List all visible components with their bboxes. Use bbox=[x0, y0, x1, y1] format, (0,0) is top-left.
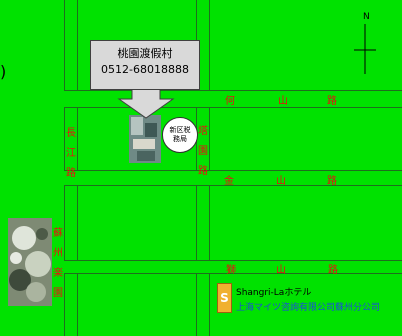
street-label-shishan-1: 獅 bbox=[226, 265, 236, 276]
street-label-tayuan: 塔園路 bbox=[198, 126, 208, 177]
street-label-suzhou-leyuan: 蘇州楽園 bbox=[53, 228, 63, 299]
tax-office-label-1: 新区税 bbox=[169, 126, 191, 134]
compass-north-label: N bbox=[363, 12, 370, 22]
hotel-name: Shangri-Laホテル bbox=[236, 288, 312, 298]
hotel-icon[interactable]: S bbox=[217, 283, 232, 313]
resort-name: 桃園渡假村 bbox=[117, 47, 173, 60]
callout-arrow-icon bbox=[117, 89, 175, 119]
tax-office-marker[interactable]: 新区税 務局 bbox=[162, 117, 198, 153]
street-label-heshan-2: 山 bbox=[278, 96, 288, 107]
road-jinshan bbox=[64, 170, 402, 186]
suzhou-park-photo bbox=[8, 218, 52, 306]
street-label-jinshan-2: 山 bbox=[276, 176, 286, 187]
street-label-jinshan-3: 路 bbox=[327, 176, 337, 187]
tax-office-label-2: 務局 bbox=[173, 135, 187, 143]
street-label-heshan-3: 路 bbox=[327, 96, 337, 107]
resort-phone: 0512-68018888 bbox=[101, 63, 189, 76]
road-shishan bbox=[64, 260, 402, 274]
edge-glyph: ) bbox=[0, 62, 7, 81]
company-name: 上海マイツ咨詢有限公司蘇州分公司 bbox=[236, 303, 381, 313]
street-label-jinshan-1: 金 bbox=[224, 176, 234, 187]
street-label-changjiang: 長江路 bbox=[66, 128, 76, 179]
street-label-heshan-1: 何 bbox=[225, 96, 235, 107]
resort-callout[interactable]: 桃園渡假村 0512-68018888 bbox=[90, 40, 200, 90]
street-label-shishan-3: 路 bbox=[328, 265, 338, 276]
street-label-shishan-2: 山 bbox=[276, 265, 286, 276]
compass-icon bbox=[354, 24, 376, 74]
road-changjiang bbox=[64, 0, 78, 336]
resort-photo bbox=[129, 115, 161, 163]
